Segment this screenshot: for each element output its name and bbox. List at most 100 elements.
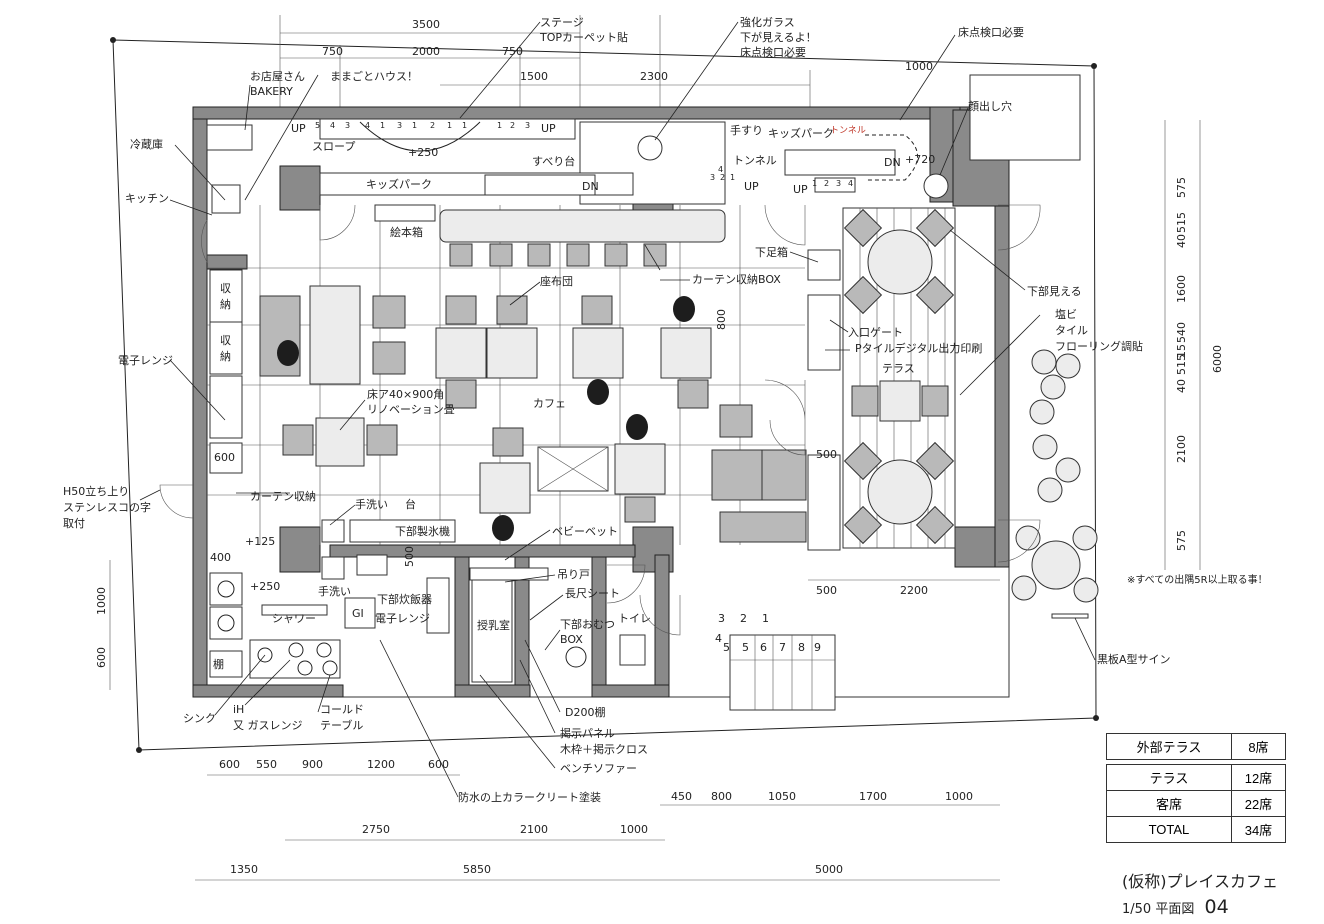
label-sink: シンク: [183, 712, 216, 725]
label-gi: GI: [352, 607, 364, 620]
top-dimensions: 3500 750 2000 750 1500 2300 1000: [279, 15, 933, 110]
label-dn: DN: [582, 180, 599, 193]
label-tunnel: トンネル: [733, 154, 777, 167]
label-shelf: 棚: [213, 657, 224, 671]
seat-area-cell: テラス: [1106, 764, 1232, 791]
seat-area-cell: TOTAL: [1106, 816, 1232, 843]
label-up: UP: [291, 122, 306, 135]
seat-count-cell: 12席: [1230, 764, 1287, 791]
label-tunnel-red: トンネル: [830, 125, 866, 136]
svg-text:1: 1: [812, 179, 817, 188]
svg-text:2: 2: [740, 612, 747, 625]
label-kids-park: キッズパーク: [366, 177, 432, 191]
svg-text:5: 5: [315, 121, 320, 130]
kitchen: 棚 GI 400 +250 +125 500: [209, 519, 456, 679]
label-inspection: 床点検口必要: [958, 25, 1024, 39]
seat-area-cell: 外部テラス: [1106, 733, 1232, 760]
label-entry-gate: 入口ゲート: [848, 326, 903, 339]
svg-text:1: 1: [730, 173, 735, 182]
label-ice-machine: 下部製氷機: [395, 524, 450, 538]
label-d200: D200棚: [565, 705, 605, 719]
stage-steps: 5 4 3 4 1 3 1 2 1 1 1 2 3 1 2 3 4 4 3 2 …: [315, 121, 853, 188]
svg-text:4: 4: [718, 165, 723, 174]
dim-plus250: +250: [408, 146, 438, 159]
label-ih-2: 又 ガスレンジ: [233, 719, 303, 732]
exterior-terrace: [1011, 349, 1099, 619]
svg-text:1000: 1000: [95, 587, 108, 615]
svg-text:600: 600: [219, 758, 240, 771]
svg-text:1: 1: [412, 121, 417, 130]
label-up4: UP: [793, 183, 808, 196]
label-h50-2: ステンレスコの字: [63, 500, 151, 514]
svg-text:1: 1: [380, 121, 385, 130]
label-fridge: 冷蔵庫: [130, 137, 163, 151]
label-bench-sofa: ベンチソファー: [560, 762, 637, 775]
label-pvc-2: タイル: [1055, 324, 1088, 337]
label-up2: UP: [541, 122, 556, 135]
label-tatami-1: 床ア40×900角: [367, 387, 444, 401]
seat-count-cell: 8席: [1230, 733, 1287, 760]
svg-text:5850: 5850: [463, 863, 491, 876]
svg-text:800: 800: [711, 790, 732, 803]
label-curtain-storage: カーテン収納: [250, 490, 316, 503]
dim-3500: 3500: [412, 18, 440, 31]
label-storage-a: 収: [220, 282, 231, 295]
label-stage: ステージ: [540, 16, 584, 29]
svg-text:3: 3: [710, 173, 715, 182]
svg-text:1600: 1600: [1175, 275, 1188, 303]
svg-text:550: 550: [256, 758, 277, 771]
svg-text:4: 4: [848, 179, 853, 188]
label-hanging-door: 吊り戸: [557, 568, 590, 581]
dim-plus720: +720: [905, 153, 935, 166]
svg-text:2: 2: [430, 121, 435, 130]
dim-400: 400: [210, 551, 231, 564]
svg-text:1: 1: [447, 121, 452, 130]
label-board-1: 掲示パネル: [560, 726, 615, 740]
label-terrace: テラス: [882, 362, 915, 375]
label-pvc-3: フローリング調貼: [1055, 339, 1143, 353]
label-cafe: カフェ: [533, 397, 566, 410]
drawing-scale: 1/50: [1122, 902, 1152, 917]
label-picture-box: 絵本箱: [390, 225, 423, 239]
doors: [159, 204, 1041, 636]
label-board-2: 木枠＋掲示クロス: [560, 742, 648, 756]
label-curtain-box: カーテン収納BOX: [692, 273, 781, 286]
label-h50-3: 取付: [63, 517, 85, 530]
seat-count-cell: 22席: [1230, 790, 1287, 817]
dim-500: 500: [816, 448, 837, 461]
label-cushion: 座布団: [540, 274, 573, 288]
svg-text:9: 9: [814, 641, 821, 654]
svg-text:40: 40: [1175, 379, 1188, 393]
dim-plus125: +125: [245, 535, 275, 548]
svg-text:2100: 2100: [1175, 435, 1188, 463]
table-row: テラス 12席: [1106, 764, 1287, 791]
dim-plus250-k: +250: [250, 580, 280, 593]
svg-text:575: 575: [1175, 530, 1188, 551]
svg-text:5000: 5000: [815, 863, 843, 876]
svg-text:1050: 1050: [768, 790, 796, 803]
seat-area-cell: 客席: [1106, 790, 1232, 817]
svg-text:納: 納: [220, 298, 231, 311]
svg-text:2: 2: [720, 173, 725, 182]
svg-text:3: 3: [718, 612, 725, 625]
svg-text:1700: 1700: [859, 790, 887, 803]
drawing-title: (仮称)プレイスカフェ: [1122, 872, 1279, 891]
svg-text:3: 3: [345, 121, 350, 130]
svg-text:4: 4: [365, 121, 370, 130]
svg-text:1000: 1000: [620, 823, 648, 836]
label-stage-carpet: TOPカーペット貼: [539, 30, 628, 44]
svg-text:4: 4: [715, 632, 722, 645]
svg-text:1200: 1200: [367, 758, 395, 771]
dim-500-k: 500: [403, 546, 416, 567]
svg-text:600: 600: [428, 758, 449, 771]
svg-text:600: 600: [95, 647, 108, 668]
label-face-hole: 顔出し穴: [968, 99, 1012, 113]
svg-text:3: 3: [397, 121, 402, 130]
dim-2000: 2000: [412, 45, 440, 58]
label-h50-1: H50立ち上り: [63, 484, 129, 498]
title-block: (仮称)プレイスカフェ 1/50 平面図 04: [1122, 868, 1278, 918]
label-dn2: DN: [884, 156, 901, 169]
table-row: 客席 22席: [1106, 790, 1287, 817]
cafe-seating: カフェ: [259, 285, 841, 551]
